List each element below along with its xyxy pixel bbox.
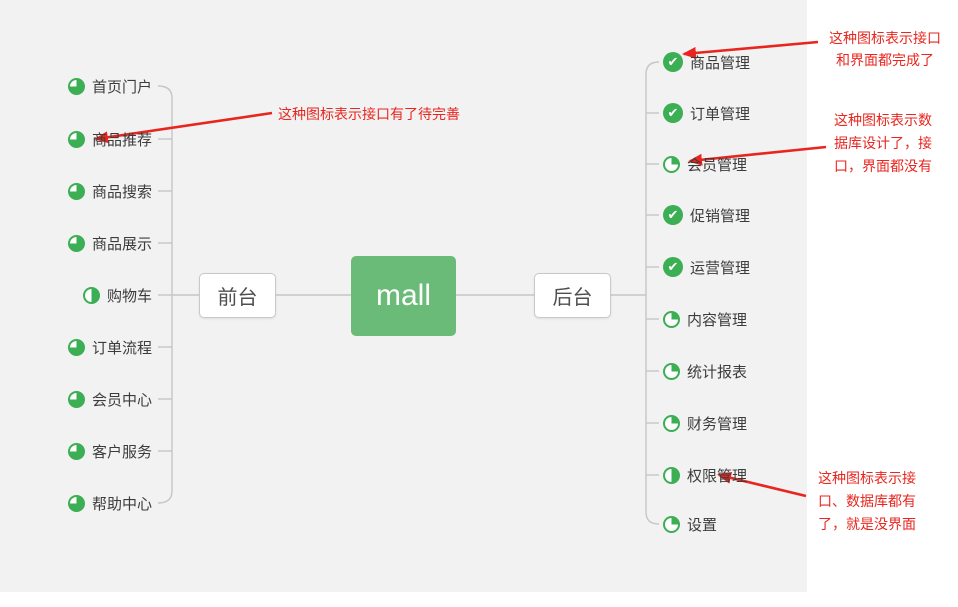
topic-item-front[interactable]: 首页门户	[67, 75, 152, 97]
annotation-line: 和界面都完成了	[836, 52, 934, 68]
progress-icon	[67, 77, 85, 95]
topic-label: 商品展示	[91, 235, 152, 253]
progress-icon	[663, 515, 680, 533]
annotation-line: 这种图标表示接口有了待完善	[278, 106, 460, 122]
topic-label: 客户服务	[91, 443, 152, 461]
progress-icon	[67, 234, 85, 252]
topic-label: 订单管理	[690, 105, 751, 123]
topic-label: 订单流程	[91, 339, 152, 357]
topic-label: 财务管理	[687, 415, 748, 433]
progress-icon	[663, 155, 680, 173]
annotation-note-db-only: 这种图标表示数据库设计了，接口，界面都没有	[827, 109, 939, 178]
progress-icon	[82, 286, 100, 304]
topic-item-front[interactable]: 会员中心	[67, 388, 152, 410]
front-branch-node[interactable]: 前台	[199, 273, 276, 318]
annotation-line: 口，界面都没有	[834, 158, 932, 174]
check-icon: ✔	[663, 205, 683, 225]
annotation-line: 口、数据库都有	[818, 493, 916, 509]
topic-item-back[interactable]: 内容管理	[663, 308, 747, 330]
annotation-note-interface-todo: 这种图标表示接口有了待完善	[278, 104, 460, 124]
progress-icon	[67, 442, 85, 460]
progress-icon	[663, 466, 680, 484]
annotation-line: 了，就是没界面	[818, 516, 916, 532]
annotation-line: 这种图标表示接	[818, 470, 916, 486]
progress-icon	[67, 494, 85, 512]
check-icon: ✔	[663, 52, 683, 72]
topic-item-front[interactable]: 购物车	[82, 284, 152, 306]
topic-item-front[interactable]: 商品展示	[67, 232, 152, 254]
topic-item-back[interactable]: ✔ 商品管理	[663, 51, 750, 73]
back-branch-node[interactable]: 后台	[534, 273, 611, 318]
topic-label: 内容管理	[687, 311, 748, 329]
annotation-line: 这种图标表示数	[834, 112, 932, 128]
root-node-label: mall	[375, 279, 431, 312]
topic-item-back[interactable]: 会员管理	[663, 153, 747, 175]
progress-icon	[67, 130, 85, 148]
topic-label: 促销管理	[690, 207, 751, 225]
topic-label: 商品搜索	[91, 183, 152, 201]
topic-label: 统计报表	[687, 363, 748, 381]
topic-item-back[interactable]: ✔ 促销管理	[663, 204, 750, 226]
topic-label: 运营管理	[690, 259, 751, 277]
topic-item-back[interactable]: ✔ 运营管理	[663, 256, 750, 278]
root-node-mall[interactable]: mall	[351, 256, 456, 336]
topic-item-back[interactable]: 设置	[663, 513, 717, 535]
topic-item-front[interactable]: 商品推荐	[67, 128, 152, 150]
topic-label: 会员管理	[687, 156, 748, 174]
topic-label: 设置	[687, 516, 718, 534]
front-branch-label: 前台	[217, 287, 258, 309]
topic-label: 帮助中心	[91, 495, 152, 513]
topic-item-front[interactable]: 客户服务	[67, 440, 152, 462]
topic-label: 商品管理	[690, 54, 751, 72]
progress-icon	[663, 310, 680, 328]
progress-icon	[67, 390, 85, 408]
topic-item-front[interactable]: 商品搜索	[67, 180, 152, 202]
topic-label: 商品推荐	[91, 131, 152, 149]
topic-label: 会员中心	[91, 391, 152, 409]
annotation-note-no-ui: 这种图标表示接口、数据库都有了，就是没界面	[811, 467, 923, 536]
annotation-line: 据库设计了，接	[834, 135, 932, 151]
progress-icon	[67, 338, 85, 356]
check-icon: ✔	[663, 103, 683, 123]
topic-item-front[interactable]: 订单流程	[67, 336, 152, 358]
topic-item-back[interactable]: 统计报表	[663, 360, 747, 382]
check-icon: ✔	[663, 257, 683, 277]
progress-icon	[663, 414, 680, 432]
progress-icon	[67, 182, 85, 200]
topic-item-back[interactable]: 权限管理	[663, 464, 747, 486]
topic-item-back[interactable]: 财务管理	[663, 412, 747, 434]
annotation-note-all-done: 这种图标表示接口和界面都完成了	[817, 27, 953, 71]
annotation-line: 这种图标表示接口	[829, 30, 941, 46]
topic-label: 权限管理	[687, 467, 748, 485]
topic-item-back[interactable]: ✔ 订单管理	[663, 102, 750, 124]
back-branch-label: 后台	[552, 287, 593, 309]
topic-label: 购物车	[106, 287, 152, 305]
topic-label: 首页门户	[91, 78, 152, 96]
progress-icon	[663, 362, 680, 380]
topic-item-front[interactable]: 帮助中心	[67, 492, 152, 514]
